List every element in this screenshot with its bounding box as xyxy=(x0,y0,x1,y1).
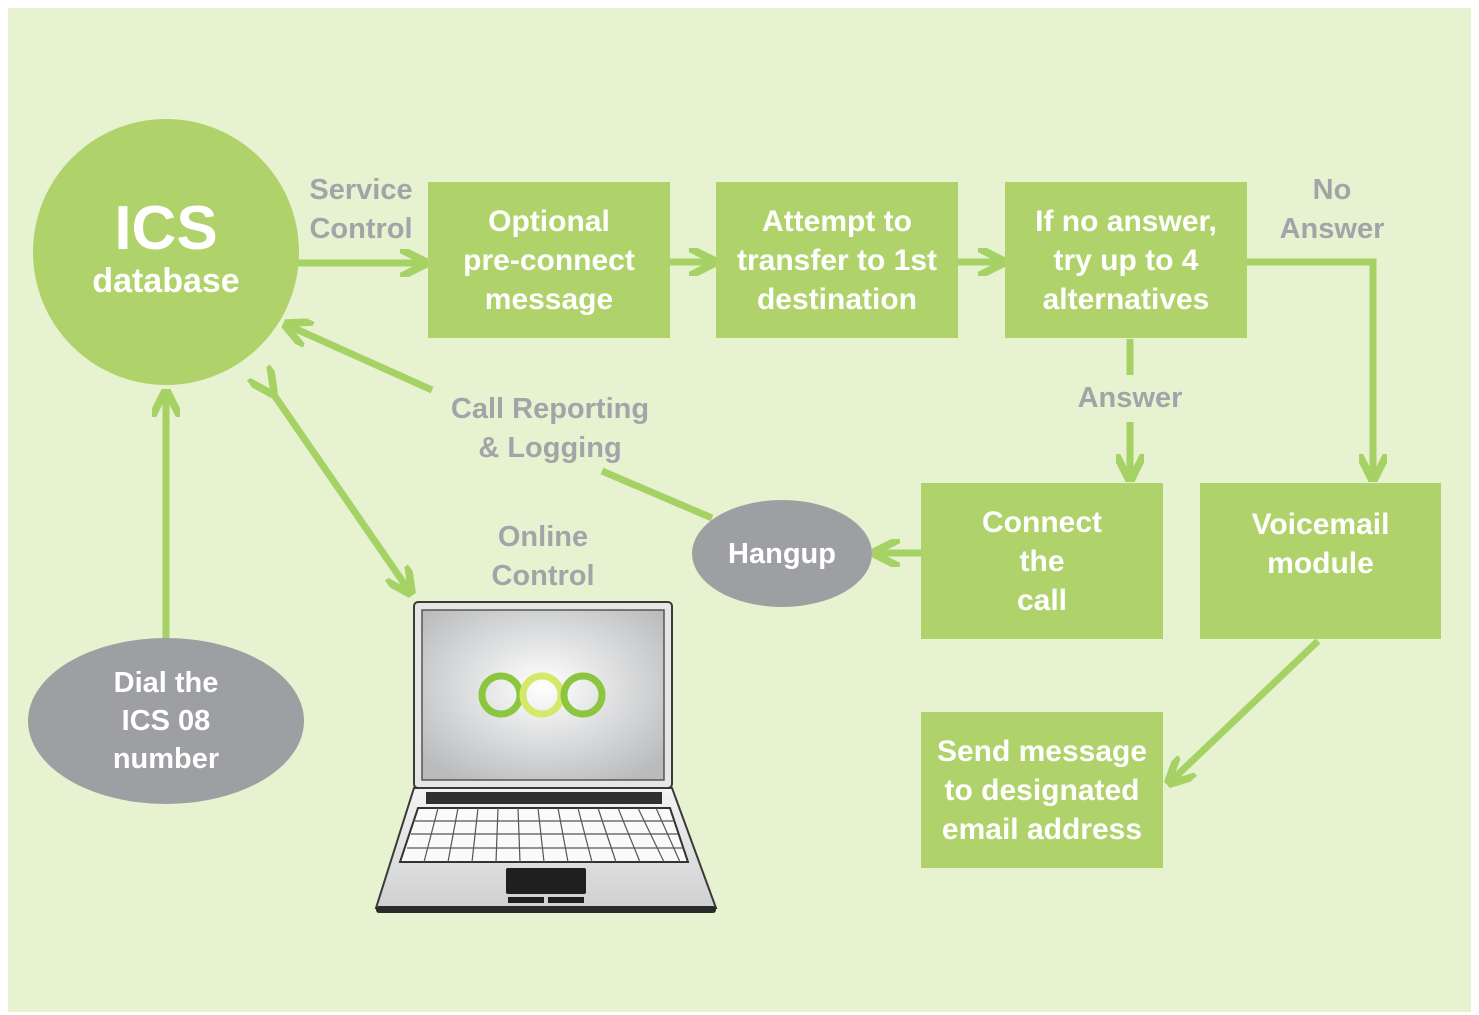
preconnect-message-box: Optional pre-connect message xyxy=(428,182,670,338)
arrow-voicemail-to-send xyxy=(1170,638,1321,782)
dial-number-node: Dial the ICS 08 number xyxy=(28,638,304,804)
call-reporting-label: Call Reporting & Logging xyxy=(450,393,650,464)
ics-subtitle: database xyxy=(92,262,240,300)
laptop-icon xyxy=(374,601,718,913)
answer-label: Answer xyxy=(1077,382,1183,414)
arrow-online-control-link xyxy=(272,392,410,592)
connect-call-box: Connect the call xyxy=(921,483,1163,639)
no-answer-label: No Answer xyxy=(1279,174,1385,245)
logo-rings xyxy=(478,672,606,718)
transfer-first-destination-box: Attempt to transfer to 1st destination xyxy=(716,182,958,338)
voicemail-module-box: Voicemail module xyxy=(1200,483,1441,639)
hangup-node: Hangup xyxy=(692,500,872,607)
arrow-hangup-to-reporting xyxy=(600,467,714,522)
ics-title: ICS xyxy=(114,194,218,263)
arrow-reporting-to-ics xyxy=(287,325,434,394)
service-control-label: Service Control xyxy=(309,174,413,245)
online-control-label: Online Control xyxy=(491,521,595,592)
arrow-no-answer-to-voicemail xyxy=(1246,258,1373,478)
send-email-box: Send message to designated email address xyxy=(921,712,1163,868)
try-alternatives-box: If no answer, try up to 4 alternatives xyxy=(1005,182,1247,338)
ics-database-node: ICS database xyxy=(33,119,299,385)
